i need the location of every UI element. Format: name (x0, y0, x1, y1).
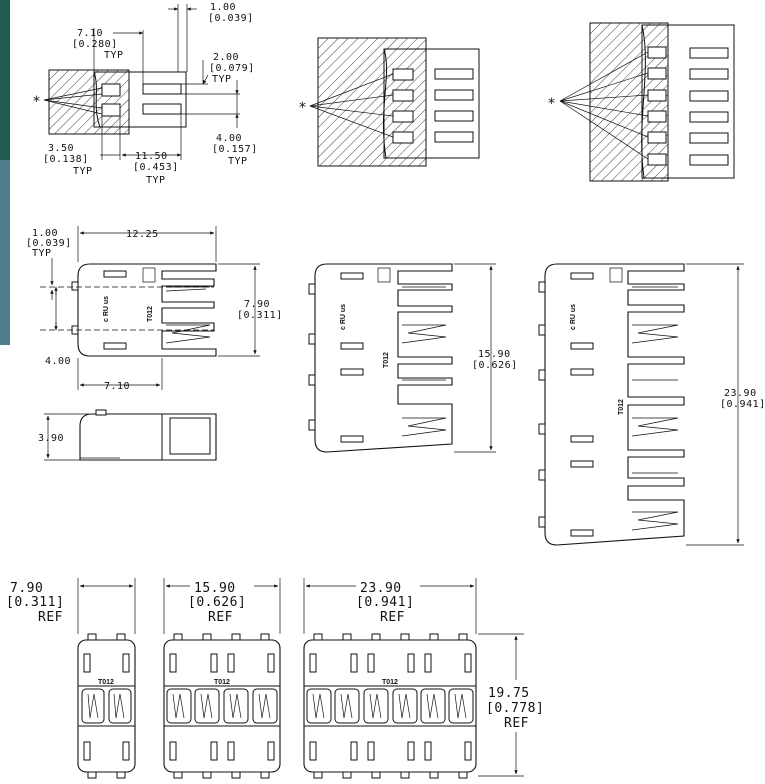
dim-710-in: [0.280] (72, 39, 118, 50)
dim-710: 7.10 (104, 381, 130, 392)
connector-4pos-top: T012 c RU us 15.90 [0.626] (308, 263, 518, 453)
product-mark: T012 (618, 399, 625, 415)
ul-mark: c RU us (340, 304, 347, 330)
dim-100-typ: TYP (32, 248, 52, 259)
dim-w4-in: [0.626] (188, 595, 246, 610)
dim-790-in: [0.311] (237, 310, 283, 321)
dim-2390-in: [0.941] (720, 399, 765, 410)
connector-6pos-top: T012 c RU us 23.90 [0.941] (538, 263, 765, 546)
bottom-dimensions: 7.90 [0.311] REF 15.90 [0.626] REF 23.90… (6, 578, 544, 777)
dim-pitch: 1.00 (210, 2, 236, 13)
dim-200-in: [0.079] (209, 63, 255, 74)
dim-350-typ: TYP (73, 166, 93, 177)
footprint-4pos: * (299, 37, 480, 167)
dim-100: 1.00 (32, 228, 58, 239)
dim-350: 3.50 (48, 143, 74, 154)
dim-pitch-in: [0.039] (208, 13, 254, 24)
ul-mark: c RU us (103, 296, 110, 322)
marker-star: * (548, 96, 555, 112)
marker-star: * (33, 94, 40, 110)
dim-200: 2.00 (213, 52, 239, 63)
product-mark: T012 (382, 679, 398, 686)
dim-200-typ: TYP (212, 74, 232, 85)
dim-790: 7.90 (244, 299, 270, 310)
dim-1225: 12.25 (126, 229, 159, 240)
dim-w4-ref: REF (208, 610, 233, 625)
footprint-6pos: * (548, 22, 735, 182)
end-view-6pos: T012 (303, 633, 477, 779)
dim-390: 3.90 (38, 433, 64, 444)
dim-710: 7.10 (77, 28, 103, 39)
left-photo-strip (0, 0, 10, 345)
dim-1150-typ: TYP (146, 175, 166, 186)
dim-100-in: [0.039] (26, 238, 72, 249)
product-mark: T012 (147, 306, 154, 322)
marker-star: * (299, 100, 306, 116)
dim-1590: 15.90 (478, 349, 511, 360)
product-mark: T012 (383, 352, 390, 368)
product-mark: T012 (98, 679, 114, 686)
dim-w2-ref: REF (38, 610, 63, 625)
dim-710-typ: TYP (104, 50, 124, 61)
ul-mark: c RU us (570, 304, 577, 330)
dim-w4: 15.90 (194, 581, 236, 596)
connector-2pos-top: T012 c RU us 12.25 7.90 [0.311] 1.00 [0.… (26, 226, 283, 392)
dim-350-in: [0.138] (43, 154, 89, 165)
dim-h-in: [0.778] (486, 701, 544, 716)
dim-400: 4.00 (216, 133, 242, 144)
dim-400: 4.00 (45, 356, 71, 367)
dim-w2-in: [0.311] (6, 595, 64, 610)
dim-1150-in: [0.453] (133, 162, 179, 173)
footprint-2pos: * 1.00 [0.039] 7.10 [0.280] TYP 2.00 [0.… (33, 2, 258, 186)
end-view-4pos: T012 (163, 633, 281, 779)
connector-2pos-side: 3.90 (38, 409, 217, 461)
dim-w2: 7.90 (10, 581, 43, 596)
dim-h-ref: REF (504, 716, 529, 731)
dim-1590-in: [0.626] (472, 360, 518, 371)
dim-w6-in: [0.941] (356, 595, 414, 610)
dim-w6: 23.90 (360, 581, 402, 596)
dim-400-in: [0.157] (212, 144, 258, 155)
dim-2390: 23.90 (724, 388, 757, 399)
dim-w6-ref: REF (380, 610, 405, 625)
dim-h: 19.75 (488, 686, 530, 701)
product-mark: T012 (214, 679, 230, 686)
dim-400-typ: TYP (228, 156, 248, 167)
dim-1150: 11.50 (135, 151, 168, 162)
end-view-2pos: T012 (77, 633, 136, 779)
